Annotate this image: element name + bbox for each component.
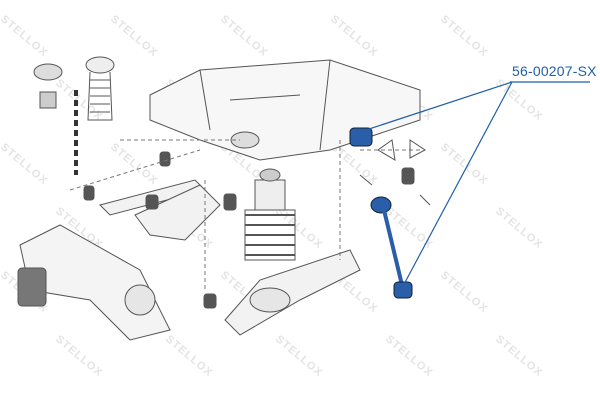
bushings: [17, 151, 415, 309]
upper-control-arm: [134, 184, 221, 241]
stabilizer-link-part: [349, 127, 413, 299]
part-number-callout[interactable]: 56-00207-SX: [512, 63, 597, 79]
assembly-lines: [69, 139, 420, 290]
subframe: [149, 59, 421, 161]
callout-leaders: [365, 81, 590, 289]
strut-top-mount: [33, 56, 115, 121]
lower-control-arm: [224, 249, 361, 336]
coil-spring: [244, 168, 296, 261]
wheel-hub: [124, 284, 156, 316]
